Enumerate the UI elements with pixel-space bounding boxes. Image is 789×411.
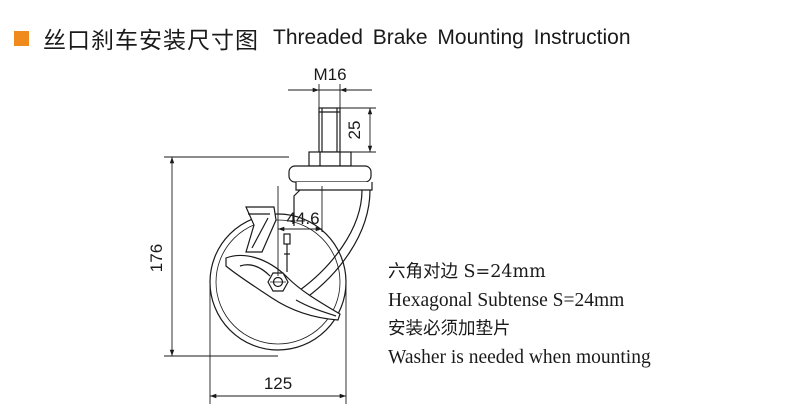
dimension-44-6 [277,186,323,276]
dimension-125 [209,282,347,404]
label-44-6: 44.6 [286,209,319,228]
title-chinese: 丝口刹车安装尺寸图 [43,28,259,54]
label-125: 125 [264,374,292,393]
title-english: Threaded Brake Mounting Instruction [273,26,631,49]
threaded-stem [318,107,341,153]
note-washer-cn: 安装必须加垫片 [388,319,511,339]
brake-pin [283,233,291,272]
header: 丝口刹车安装尺寸图 Threaded Brake Mounting Instru… [14,18,631,58]
top-plate [288,165,372,183]
dimension-m16 [288,84,372,108]
dimension-176 [164,156,289,357]
orange-square-icon [14,30,29,46]
label-m16: M16 [313,65,346,84]
brake-lever [245,206,277,253]
note-hex-cn: 六角对边 S=24mm [388,262,546,282]
note-hex-en: Hexagonal Subtense S=24mm [388,289,625,311]
fork-body [293,182,373,299]
hex-nut [308,151,352,167]
label-25: 25 [345,121,364,140]
notes: 六角对边 S=24mm Hexagonal Subtense S=24mm 安装… [388,258,651,372]
label-176: 176 [147,244,166,272]
dimension-25 [340,107,376,153]
note-washer-en: Washer is needed when mounting [388,346,651,368]
axle-hex [267,272,289,292]
